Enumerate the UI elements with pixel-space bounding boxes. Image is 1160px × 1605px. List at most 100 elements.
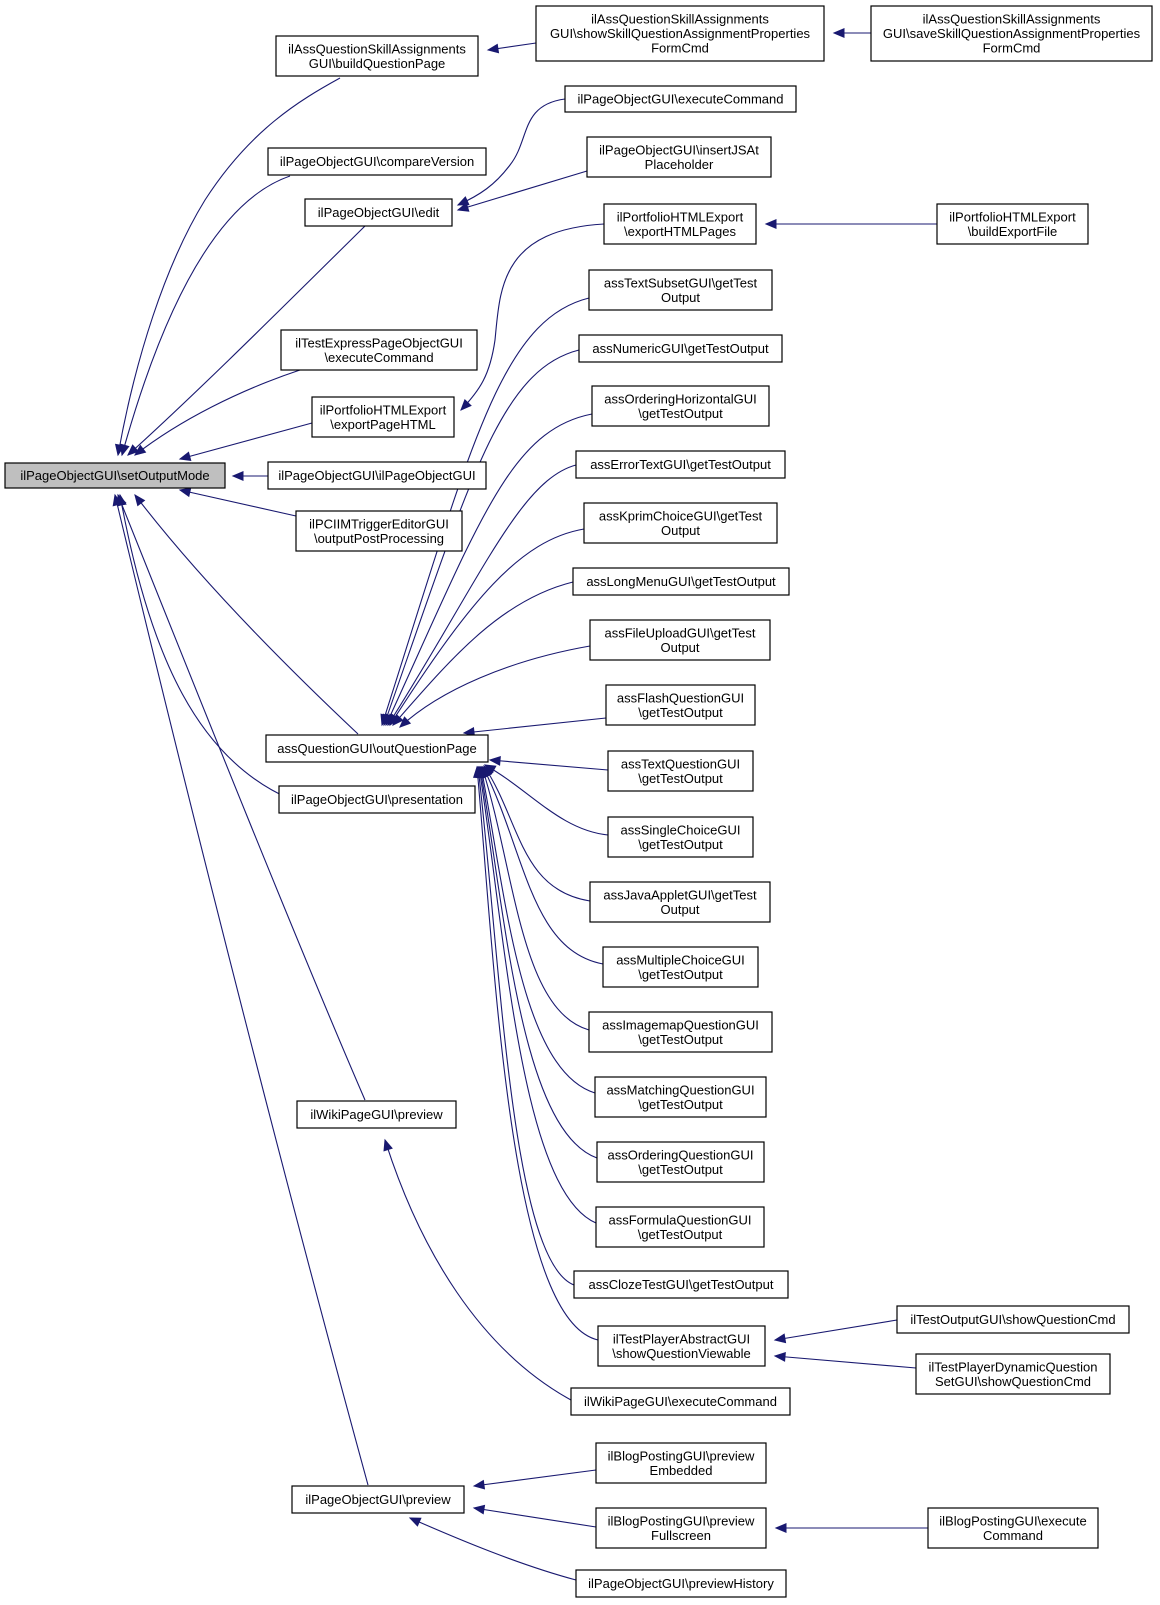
caller-node[interactable]: assOrderingHorizontalGUI\getTestOutput — [591, 385, 770, 427]
node-box — [578, 334, 783, 363]
caller-node[interactable]: assLongMenuGUI\getTestOutput — [572, 567, 790, 596]
arrowhead-icon — [178, 451, 192, 462]
caller-node[interactable]: ilTestPlayerAbstractGUI\showQuestionView… — [597, 1325, 766, 1367]
edge-line — [482, 766, 604, 965]
caller-node[interactable]: assTextQuestionGUI\getTestOutput — [607, 750, 754, 792]
caller-node[interactable]: assKprimChoiceGUI\getTestOutput — [583, 502, 778, 544]
node-label: ilPageObjectGUI\presentation — [291, 792, 463, 807]
arrowhead-icon — [486, 43, 500, 54]
node-label: ilPageObjectGUI\preview — [305, 1492, 451, 1507]
arrowhead-icon — [456, 196, 470, 206]
edge-n_textq-to-n_outq — [488, 755, 609, 771]
arrowhead-icon — [399, 716, 412, 728]
node-label: \showQuestionViewable — [612, 1346, 751, 1361]
arrowhead-icon — [764, 219, 777, 229]
node-label: Output — [661, 523, 700, 538]
edge-n_blog_full-to-n_pog_preview — [472, 1504, 597, 1528]
node-label: assSingleChoiceGUI — [621, 822, 741, 837]
caller-node[interactable]: assClozeTestGUI\getTestOutput — [573, 1270, 789, 1299]
caller-node[interactable]: assTextSubsetGUI\getTestOutput — [588, 269, 773, 311]
caller-node[interactable]: ilPageObjectGUI\edit — [304, 198, 453, 227]
caller-node[interactable]: ilWikiPageGUI\executeCommand — [570, 1387, 791, 1416]
edge-line — [387, 464, 577, 726]
caller-node[interactable]: assOrderingQuestionGUI\getTestOutput — [596, 1141, 765, 1183]
node-box — [607, 816, 754, 858]
caller-node[interactable]: ilPCIIMTriggerEditorGUI\outputPostProces… — [295, 510, 463, 552]
edge-n_pog_history-to-n_pog_preview — [408, 1517, 577, 1581]
arrowhead-icon — [472, 1504, 486, 1515]
edge-n_blog_embedded-to-n_pog_preview — [472, 1469, 597, 1490]
caller-node[interactable]: assMatchingQuestionGUI\getTestOutput — [594, 1076, 767, 1118]
caller-node[interactable]: assNumericGUI\getTestOutput — [578, 334, 783, 363]
edge-line — [114, 494, 369, 1486]
caller-node[interactable]: ilTestPlayerDynamicQuestionSetGUI\showQu… — [915, 1353, 1111, 1395]
node-label: ilWikiPageGUI\preview — [310, 1107, 443, 1122]
caller-node[interactable]: assJavaAppletGUI\getTestOutput — [589, 881, 771, 923]
node-label: Output — [660, 640, 699, 655]
node-label: assJavaAppletGUI\getTest — [603, 887, 757, 902]
caller-node[interactable]: ilPageObjectGUI\presentation — [278, 785, 476, 814]
caller-node[interactable]: assFormulaQuestionGUI\getTestOutput — [595, 1206, 765, 1248]
node-label: ilTestPlayerAbstractGUI — [613, 1331, 750, 1346]
edge-n_port_pages-to-n_port_page — [460, 223, 605, 411]
node-box — [586, 136, 772, 178]
node-label: GUI\saveSkillQuestionAssignmentPropertie… — [883, 26, 1141, 41]
caller-node[interactable]: ilBlogPostingGUI\executeCommand — [927, 1507, 1099, 1549]
node-label: \exportHTMLPages — [624, 224, 736, 239]
node-box — [572, 567, 790, 596]
caller-node[interactable]: ilPortfolioHTMLExport\buildExportFile — [936, 203, 1089, 245]
caller-node[interactable]: assMultipleChoiceGUI\getTestOutput — [602, 946, 759, 988]
caller-node[interactable]: ilTestExpressPageObjectGUI\executeComman… — [280, 329, 478, 371]
node-box — [564, 85, 797, 113]
edge-n_skill_save-to-n_skill_show — [832, 28, 871, 38]
caller-node[interactable]: ilPageObjectGUI\preview — [291, 1485, 465, 1514]
caller-node[interactable]: ilPageObjectGUI\previewHistory — [575, 1569, 787, 1598]
caller-node[interactable]: ilAssQuestionSkillAssignmentsGUI\saveSki… — [870, 5, 1153, 62]
edge-n_port_page-to-n_root — [178, 422, 313, 462]
node-label: assFormulaQuestionGUI — [608, 1212, 751, 1227]
caller-node[interactable]: ilAssQuestionSkillAssignmentsGUI\buildQu… — [275, 35, 479, 77]
arrowhead-icon — [112, 493, 123, 507]
caller-node[interactable]: assErrorTextGUI\getTestOutput — [575, 450, 786, 479]
caller-node[interactable]: assFlashQuestionGUI\getTestOutput — [605, 684, 756, 726]
caller-node[interactable]: ilAssQuestionSkillAssignmentsGUI\showSki… — [535, 5, 825, 62]
edge-line — [483, 765, 591, 902]
edge-n_longmenu-to-n_outq — [392, 581, 574, 726]
node-label: \getTestOutput — [638, 406, 723, 421]
caller-node[interactable]: ilPageObjectGUI\ilPageObjectGUI — [267, 461, 487, 490]
caller-node[interactable]: ilPageObjectGUI\executeCommand — [564, 85, 797, 113]
node-box — [278, 785, 476, 814]
node-box — [4, 462, 226, 489]
arrowhead-icon — [134, 493, 146, 507]
caller-node[interactable]: assQuestionGUI\outQuestionPage — [265, 734, 489, 763]
node-label: Output — [661, 290, 700, 305]
caller-node[interactable]: assFileUploadGUI\getTestOutput — [589, 619, 771, 661]
caller-node[interactable]: ilPortfolioHTMLExport\exportHTMLPages — [603, 203, 757, 245]
root-node[interactable]: ilPageObjectGUI\setOutputMode — [4, 462, 226, 489]
edge-line — [481, 766, 590, 1031]
caller-node[interactable]: assImagemapQuestionGUI\getTestOutput — [588, 1011, 773, 1053]
edge-line — [389, 528, 585, 726]
edge-n_outq-to-n_root — [134, 493, 359, 735]
edge-line — [457, 98, 566, 206]
edge-line — [460, 223, 605, 411]
caller-node[interactable]: assSingleChoiceGUI\getTestOutput — [607, 816, 754, 858]
caller-node[interactable]: ilWikiPageGUI\preview — [296, 1100, 457, 1129]
caller-node[interactable]: ilPageObjectGUI\compareVersion — [267, 147, 487, 176]
node-label: ilPortfolioHTMLExport — [949, 209, 1076, 224]
node-box — [595, 1442, 767, 1484]
node-label: assMatchingQuestionGUI — [606, 1082, 754, 1097]
edge-line — [463, 717, 607, 734]
arrowhead-icon — [460, 398, 472, 411]
arrowhead-icon — [408, 1517, 422, 1527]
node-label: ilPageObjectGUI\executeCommand — [578, 92, 784, 107]
edge-n_blog_exec-to-n_blog_full — [774, 1523, 928, 1533]
node-label: ilBlogPostingGUI\preview — [608, 1513, 755, 1528]
caller-node[interactable]: ilTestOutputGUI\showQuestionCmd — [896, 1305, 1130, 1334]
edge-n_wiki_exec-to-n_wiki_preview — [383, 1138, 572, 1401]
edge-n_test_express-to-n_root — [133, 369, 301, 456]
caller-node[interactable]: ilPortfolioHTMLExport\exportPageHTML — [311, 396, 455, 438]
